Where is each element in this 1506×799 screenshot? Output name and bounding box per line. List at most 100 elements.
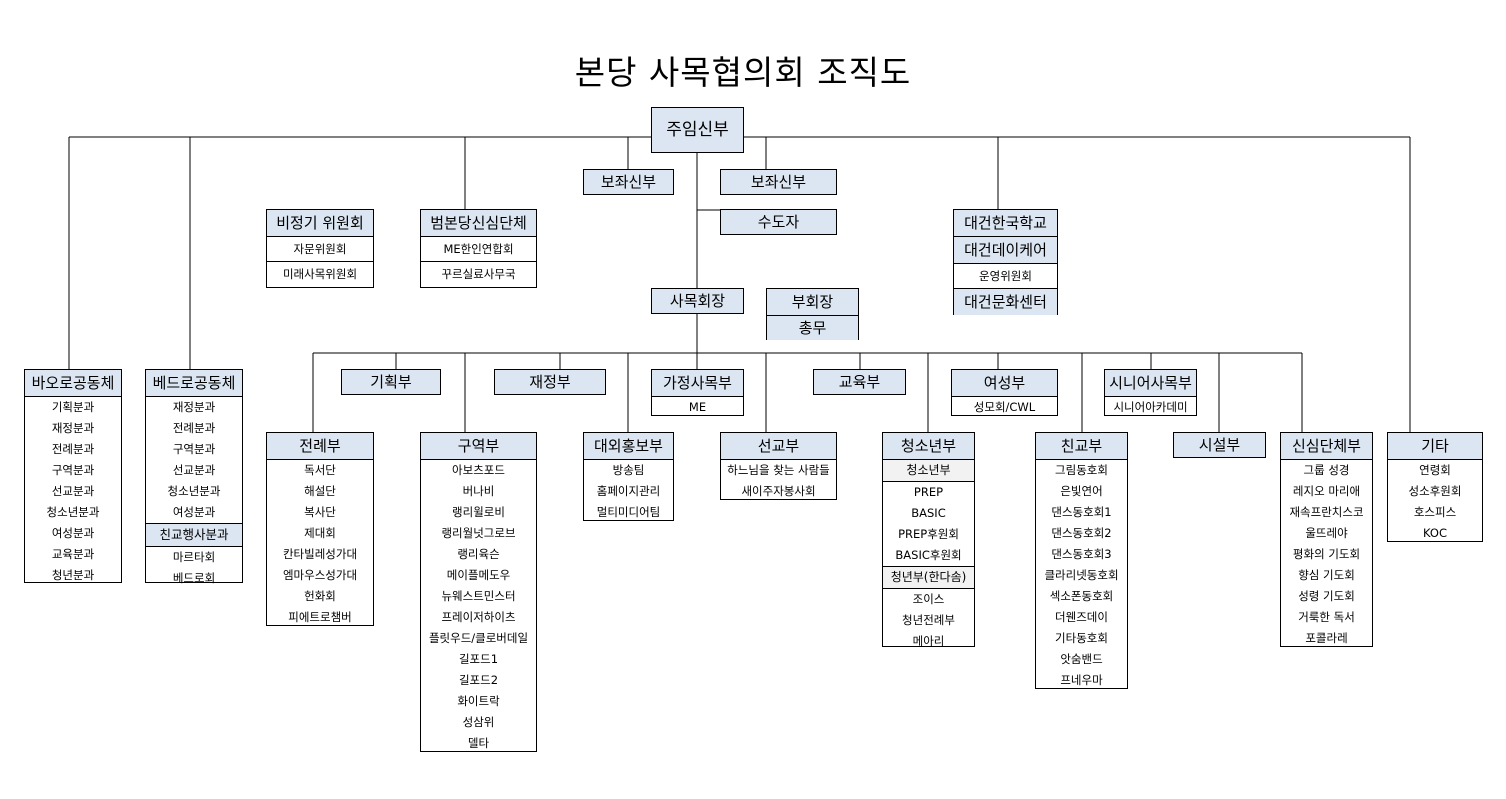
list-item: 플릿우드/클로버데일 <box>428 631 529 645</box>
list-item: 델타 <box>467 736 490 750</box>
list-item: 댄스동호회2 <box>1051 526 1112 540</box>
list-item: 메아리 <box>912 634 945 648</box>
list-item: 마르타회 <box>172 550 216 564</box>
list-item: 멀티미디어팀 <box>596 505 661 519</box>
list-item: 버나비 <box>462 484 495 498</box>
list-item: 선교분과 <box>51 484 95 498</box>
community-a-title: 바오로공동체 <box>25 370 121 397</box>
list-item: 조이스 <box>912 592 945 606</box>
youth-dept-title: 청소년부 <box>883 433 974 459</box>
facility-dept: 시설부 <box>1173 432 1266 458</box>
list-item: 클라리넷동호회 <box>1044 568 1119 582</box>
list-item: 헌화회 <box>304 589 336 603</box>
assistant-priest-left: 보좌신부 <box>583 169 674 195</box>
liturgy-dept-title: 전례부 <box>267 433 373 460</box>
list-item: 랭리윌로비 <box>452 505 505 519</box>
fellowship-dept-box: 친교부 그림동호회 은빛연어 댄스동호회1 댄스동호회2 댄스동호회3 클라리넷… <box>1035 432 1128 689</box>
list-item: 하느님을 찾는 사람들 <box>727 463 830 477</box>
list-item: 해설단 <box>304 484 336 498</box>
family-dept-box: 가정사목부 ME <box>651 369 744 416</box>
list-item: 길포드1 <box>458 652 499 666</box>
list-item: 선교분과 <box>172 463 216 477</box>
youth-subgroup-title: 청소년부 <box>883 459 974 482</box>
list-item: 랭리육슨 <box>457 547 500 561</box>
mission-dept-title: 선교부 <box>721 433 836 460</box>
list-item: 평화의 기도회 <box>1292 547 1361 561</box>
list-item: 성령 기도회 <box>1298 589 1355 603</box>
senior-dept-box: 시니어사목부 시니어아카데미 <box>1104 369 1197 416</box>
list-item: PREP후원회 <box>898 527 959 541</box>
list-item: 길포드2 <box>458 673 499 687</box>
assistant-priest-right: 보좌신부 <box>720 169 837 195</box>
school-box: 대건한국학교 대건데이케어 운영위원회 대건문화센터 <box>953 209 1058 315</box>
list-item: 구역분과 <box>51 463 95 477</box>
finance-dept: 재정부 <box>494 369 606 395</box>
list-item: 여성분과 <box>51 526 95 540</box>
community-a-box: 바오로공동체 기획분과 재정분과 전례분과 구역분과 선교분과 청소년분과 여성… <box>24 369 122 583</box>
senior-dept-title: 시니어사목부 <box>1105 370 1196 397</box>
list-item: 성삼위 <box>462 715 495 729</box>
list-item: 그림동호회 <box>1055 463 1108 477</box>
list-item: 청소년분과 <box>167 484 221 498</box>
list-item: 댄스동호회1 <box>1051 505 1112 519</box>
pr-dept-box: 대외홍보부 방송팀 홈페이지관리 멀티미디어팀 <box>583 432 674 521</box>
list-item: 청년전례부 <box>902 613 955 627</box>
list-item: 미래사목위원회 <box>267 261 373 286</box>
others-title: 기타 <box>1388 433 1482 460</box>
list-item: 랭리월넛그로브 <box>441 526 516 540</box>
list-item: 피에트로챔버 <box>288 610 352 624</box>
list-item: 프레이저하이츠 <box>441 610 516 624</box>
youth-dept-box: 청소년부 청소년부 PREP BASIC PREP후원회 BASIC후원회 청년… <box>882 432 975 648</box>
list-item: 구역분과 <box>172 442 216 456</box>
daycare-title: 대건데이케어 <box>954 237 1057 264</box>
list-item: 성소후원회 <box>1408 484 1462 498</box>
committees-title: 비정기 위원회 <box>267 210 373 237</box>
list-item: 엠마우스성가대 <box>282 568 358 582</box>
list-item: 복사단 <box>304 505 336 519</box>
pastor-box: 주임신부 <box>651 107 744 153</box>
list-item: 재정분과 <box>51 421 95 435</box>
culture-center-title: 대건문화센터 <box>954 289 1057 315</box>
community-b-title: 베드로공동체 <box>146 370 242 397</box>
list-item: KOC <box>1423 526 1447 540</box>
list-item: 댄스동호회3 <box>1051 547 1112 561</box>
list-item: 칸타빌레성가대 <box>282 547 358 561</box>
list-item: 그룹 성경 <box>1303 463 1350 477</box>
list-item: 베드로회 <box>172 571 216 585</box>
list-item: 재정분과 <box>172 400 216 414</box>
vice-chair-label: 부회장 <box>767 289 858 316</box>
list-item: 새이주자봉사회 <box>741 484 816 498</box>
list-item: 여성분과 <box>172 505 216 519</box>
fellowship-dept-title: 친교부 <box>1036 433 1127 460</box>
pious-groups-title: 범본당신심단체 <box>421 210 536 237</box>
list-item: 호스피스 <box>1413 505 1457 519</box>
pious-dept-title: 신심단체부 <box>1281 433 1372 460</box>
list-item: 성모회/CWL <box>973 400 1036 414</box>
list-item: 기타동호회 <box>1055 631 1108 645</box>
list-item: 더웬즈데이 <box>1055 610 1108 624</box>
planning-dept: 기획부 <box>341 369 441 395</box>
list-item: 메이플메도우 <box>446 568 511 582</box>
page-title: 본당 사목협의회 조직도 <box>574 53 912 92</box>
list-item: 섹소폰동호회 <box>1049 589 1114 603</box>
others-box: 기타 연령회 성소후원회 호스피스 KOC <box>1387 432 1483 542</box>
list-item: 레지오 마리애 <box>1292 484 1361 498</box>
liturgy-dept-box: 전례부 독서단 해설단 복사단 제대회 칸타빌레성가대 엠마우스성가대 헌화회 … <box>266 432 374 626</box>
pious-groups-box: 범본당신심단체 ME한인연합회 꾸르실료사무국 <box>420 209 537 288</box>
vice-chair-box: 부회장 총무 <box>766 288 859 340</box>
list-item: 앗숨밴드 <box>1060 652 1103 666</box>
list-item: 뉴웨스트민스터 <box>441 589 516 603</box>
list-item: 거룩한 독서 <box>1298 610 1355 624</box>
list-item: 프네우마 <box>1060 673 1103 687</box>
list-item: 재속프란치스코 <box>1289 505 1364 519</box>
community-b-subgroup-title: 친교행사분과 <box>146 523 242 547</box>
list-item: 전례분과 <box>172 421 216 435</box>
list-item: ME <box>688 400 707 414</box>
list-item: PREP <box>913 485 944 499</box>
list-item: 시니어아카데미 <box>1113 400 1188 414</box>
community-b-box: 베드로공동체 재정분과 전례분과 구역분과 선교분과 청소년분과 여성분과 친교… <box>145 369 243 585</box>
list-item: 울뜨레야 <box>1305 526 1348 540</box>
list-item: 방송팀 <box>612 463 645 477</box>
list-item: 은빛연어 <box>1060 484 1103 498</box>
